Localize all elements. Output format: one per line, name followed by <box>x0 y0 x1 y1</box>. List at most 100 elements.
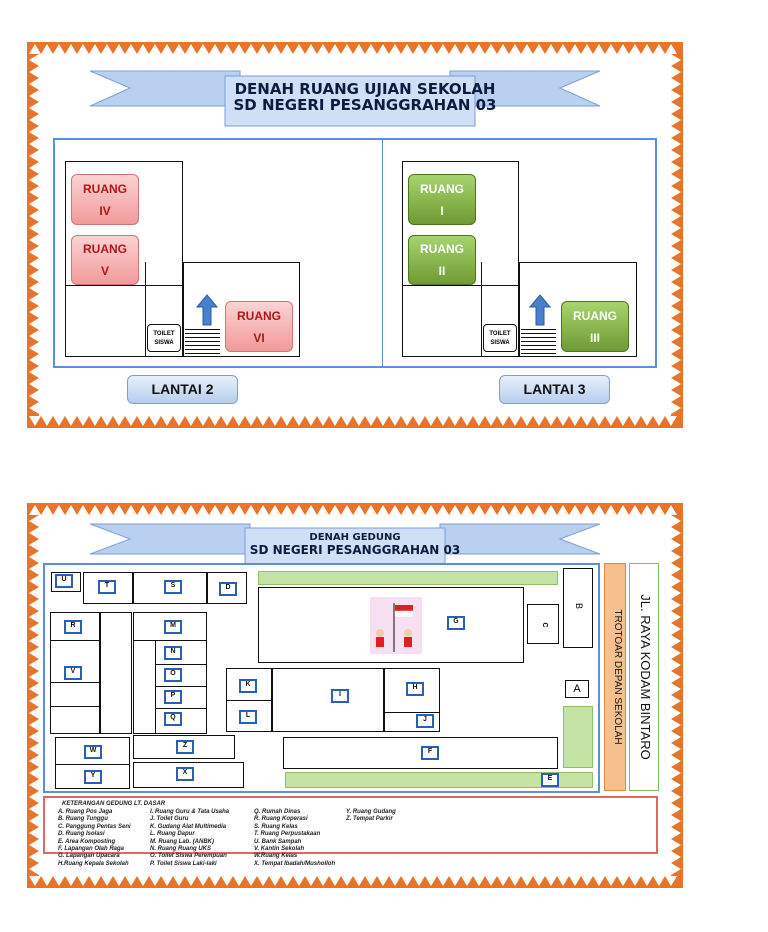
label-y: Y <box>84 770 102 784</box>
legend-item: R. Ruang Koperasi <box>254 816 308 823</box>
legend-item: L. Ruang Dapur <box>150 831 195 838</box>
room-vi-line1: RUANG <box>237 308 281 323</box>
room-ii: RUANG II <box>408 235 476 285</box>
room-i: RUANG I <box>408 174 476 225</box>
room-vi: RUANG VI <box>225 301 293 352</box>
label-z: Z <box>176 740 194 754</box>
legend-item: V. Kantin Sekolah <box>254 846 305 853</box>
legend-item: A. Ruang Pos Jaga <box>58 809 113 815</box>
floors-divider <box>382 139 383 367</box>
room-iii: RUANG III <box>561 301 629 352</box>
title-ribbon <box>90 70 600 127</box>
legend-item: G. Lapangan Upacara <box>58 853 120 860</box>
label-s: S <box>164 580 182 594</box>
room-i-line2: I <box>440 203 444 218</box>
toilet-lantai2-line2: SISWA <box>154 340 174 346</box>
room-ii-line2: II <box>438 264 446 278</box>
top-title-line2: SD NEGERI PESANGGRAHAN 03 <box>233 95 497 114</box>
room-iv: RUANG IV <box>71 174 139 225</box>
label-a: A <box>565 680 589 698</box>
legend-item: N. Ruang Ruang UKS <box>150 846 211 853</box>
label-m: M <box>164 620 182 634</box>
top-title-line1: DENAH RUANG UJIAN SEKOLAH <box>234 80 496 98</box>
legend-item: Q. Rumah Dinas <box>254 809 301 815</box>
title-ribbon <box>90 523 600 565</box>
bottom-title-line2: SD NEGERI PESANGGRAHAN 03 <box>249 542 461 557</box>
legend-title: KETERANGAN GEDUNG LT. DASAR <box>62 801 166 807</box>
legend-item: S. Ruang Kelas <box>254 823 298 830</box>
room-iii-line1: RUANG <box>573 308 617 323</box>
sidewalk-strip <box>604 563 626 791</box>
room-vi-line2: VI <box>253 330 265 345</box>
legend-item: Z. Tempat Parkir <box>346 816 393 823</box>
legend-item: U. Bank Sampah <box>254 838 302 845</box>
legend-item: P. Toilet Siswa Laki-laki <box>150 860 217 867</box>
up-arrow-icon <box>196 294 218 326</box>
green-strip-bottom <box>285 772 593 788</box>
room-iii-line2: III <box>589 330 600 345</box>
legend-item: O. Toilet Siswa Perempuan <box>150 853 227 860</box>
site-panel <box>43 563 600 793</box>
room-iv-line1: RUANG <box>83 181 127 196</box>
label-r: R <box>64 620 82 634</box>
label-d: D <box>219 582 237 596</box>
legend-item: D. Ruang Isolasi <box>58 831 105 838</box>
legend-item: C. Panggung Pentas Seni <box>58 823 131 830</box>
green-strip-right <box>563 706 593 768</box>
legend-item: J. Toilet Guru <box>150 816 189 823</box>
toilet-lantai3-line1: TOILET <box>489 331 511 337</box>
label-u: U <box>55 574 73 588</box>
legend-item: M. Ruang Lab. (ANBK) <box>150 838 214 845</box>
room-i-line1: RUANG <box>420 181 464 196</box>
label-x: X <box>176 767 194 781</box>
legend-item: F. Lapangan Olah Raga <box>58 846 125 853</box>
label-e: E <box>541 773 559 787</box>
room-iv-line2: IV <box>99 203 111 218</box>
toilet-lantai3: TOILET SISWA <box>483 324 517 352</box>
flag-ceremony-icon <box>370 597 422 654</box>
room-v-line2: V <box>100 264 109 278</box>
label-f: F <box>421 746 439 760</box>
lantai3-label: LANTAI 3 <box>499 375 610 404</box>
label-j: J <box>416 714 434 728</box>
label-g: G <box>447 616 465 630</box>
road-label: JL. RAYA KODAM BINTARO <box>638 594 653 760</box>
label-w: W <box>84 745 102 759</box>
green-strip-top <box>258 571 558 585</box>
label-o: O <box>164 668 182 682</box>
sidewalk-label: TROTOAR DEPAN SEKOLAH <box>612 609 623 745</box>
toilet-lantai2: TOILET SISWA <box>147 324 181 352</box>
bottom-title: DENAH GEDUNG SD NEGERI PESANGGRAHAN 03 <box>240 532 470 557</box>
legend-item: W.Ruang Kelas <box>254 853 298 860</box>
toilet-lantai3-line2: SISWA <box>490 340 510 346</box>
legend-item: H.Ruang Kepala Sekolah <box>58 860 129 867</box>
toilet-lantai2-line1: TOILET <box>153 331 175 337</box>
legend-item: E. Area Komposting <box>58 838 116 845</box>
floors-panel <box>53 138 657 368</box>
label-l: L <box>239 710 257 724</box>
label-v: V <box>64 666 82 680</box>
legend-item: B. Ruang Tunggu <box>58 816 108 823</box>
top-title: DENAH RUANG UJIAN SEKOLAH SD NEGERI PESA… <box>220 80 510 114</box>
label-p: P <box>164 690 182 704</box>
room-v-line1: RUANG <box>83 242 127 256</box>
bottom-title-line1: DENAH GEDUNG <box>309 532 401 543</box>
label-i: I <box>331 689 349 703</box>
road-strip <box>629 563 659 791</box>
up-arrow-icon <box>529 294 551 326</box>
label-k: K <box>239 679 257 693</box>
legend-item: X. Tempat Ibadah/Musholloh <box>254 860 336 867</box>
label-c: C <box>541 622 548 628</box>
lantai2-label: LANTAI 2 <box>127 375 238 404</box>
legend-box <box>43 796 658 854</box>
legend-item: K. Gudang Alat Multimedia <box>150 823 227 830</box>
legend-item: Y. Ruang Gudang <box>346 809 396 815</box>
legend-item: T. Ruang Perpustakaan <box>254 831 321 838</box>
label-q: Q <box>164 712 182 726</box>
label-t: T <box>98 580 116 594</box>
label-b: B <box>574 602 584 609</box>
